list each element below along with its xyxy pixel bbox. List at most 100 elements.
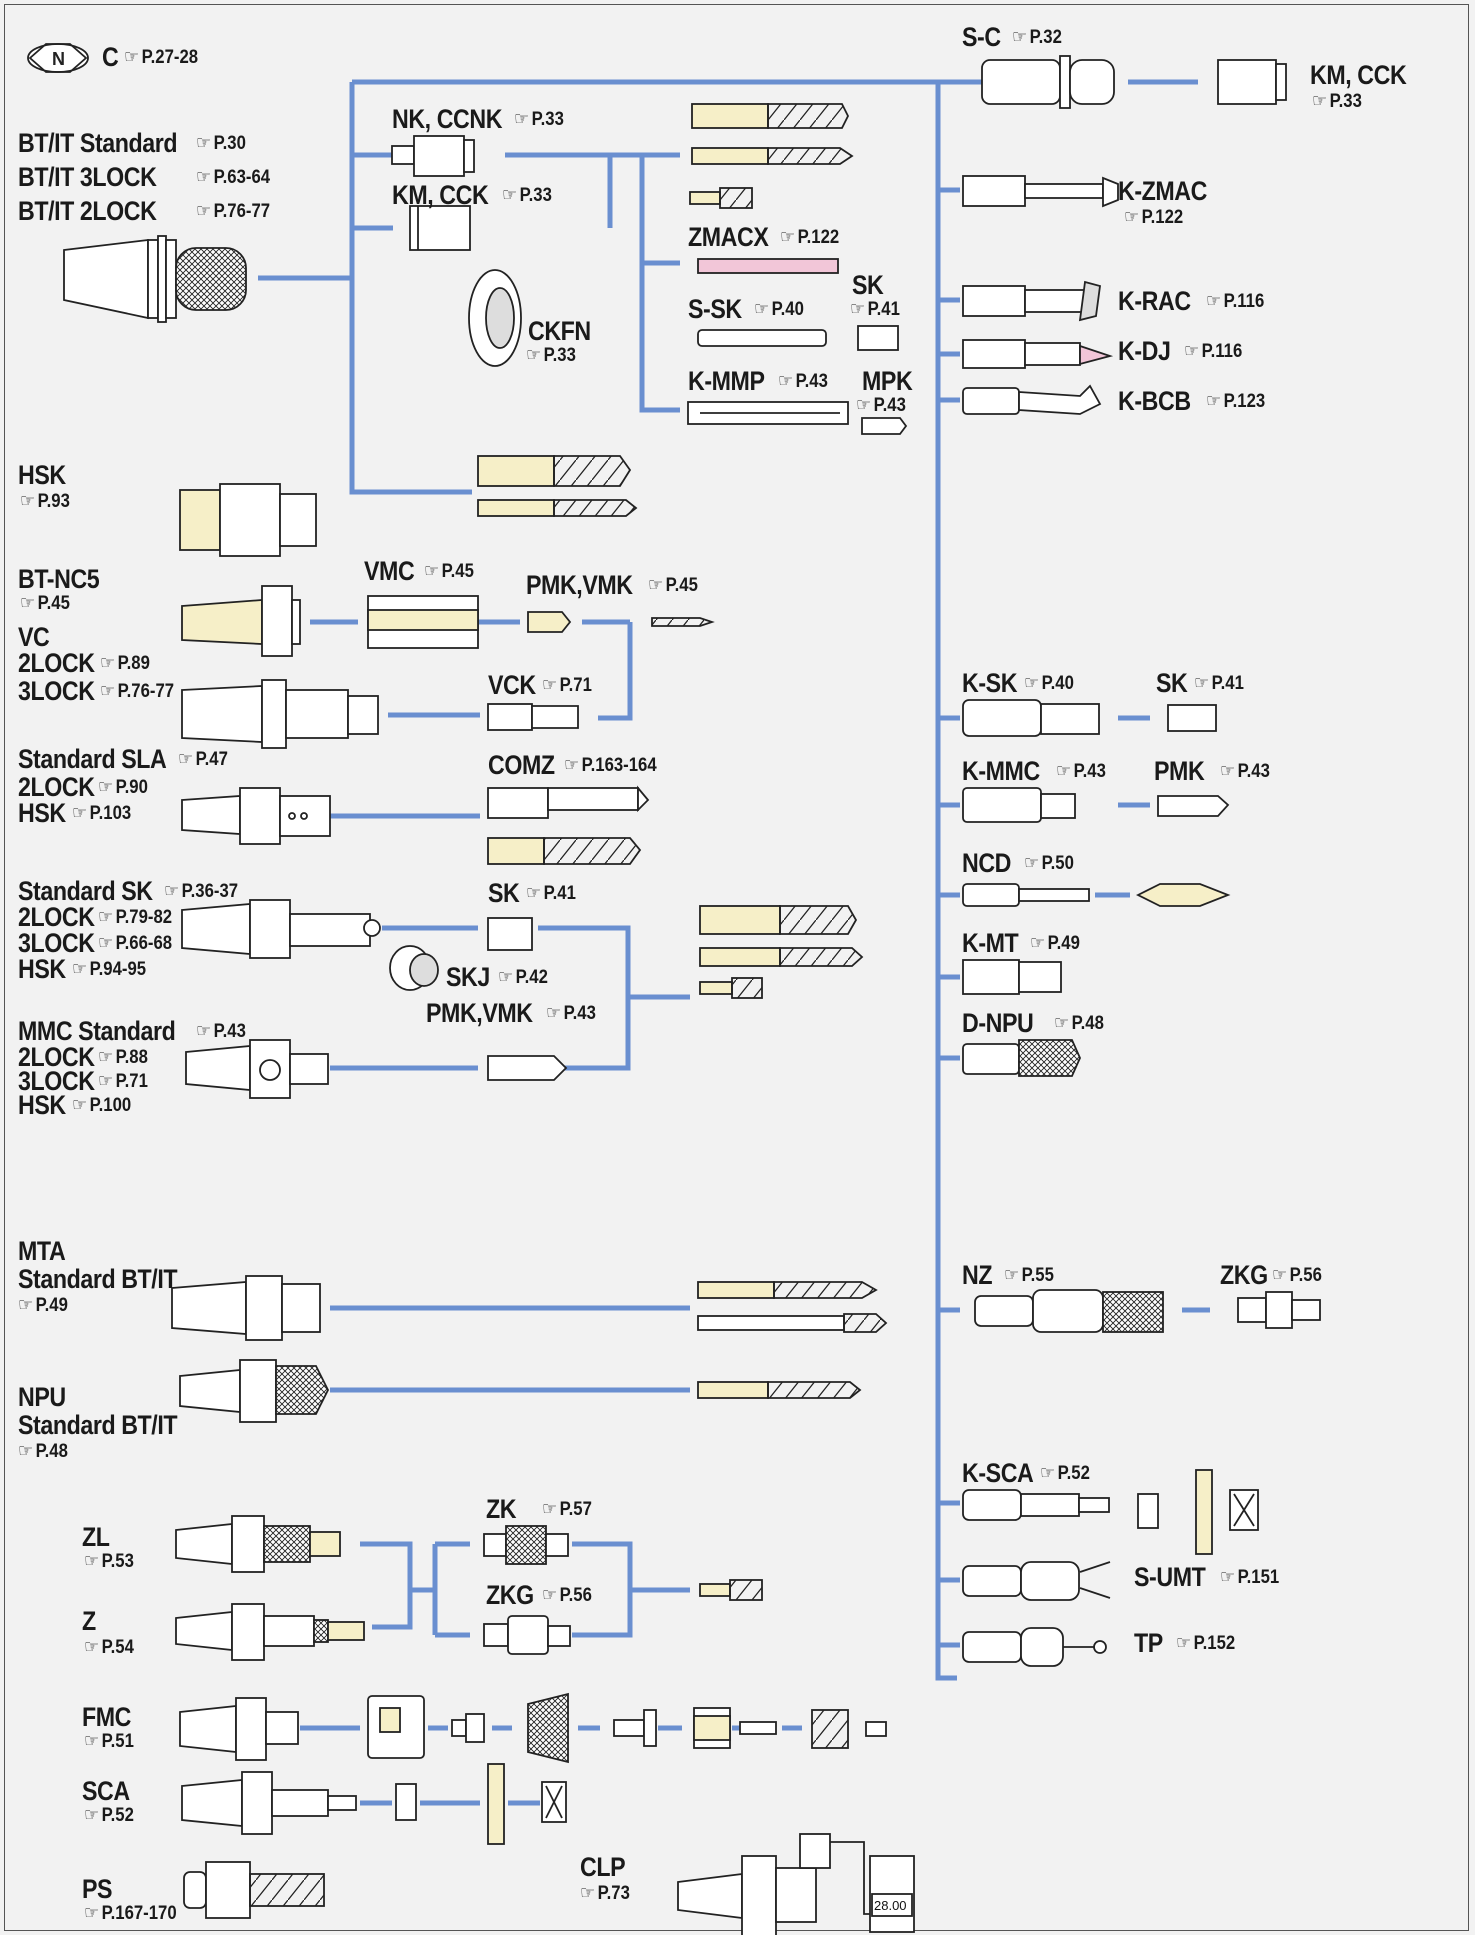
pointing-hand-icon: ☞	[20, 491, 36, 512]
ref-km-cck[interactable]: ☞P.33	[502, 185, 552, 206]
ref-k-bcb[interactable]: ☞P.123	[1206, 391, 1266, 412]
s-umt-drawing	[962, 1561, 1111, 1601]
ref-k-mmp[interactable]: ☞P.43	[778, 371, 828, 392]
ref-sla-hsk[interactable]: ☞P.103	[72, 803, 132, 824]
end-mill-drawing-4	[699, 905, 858, 935]
ref-k-mt[interactable]: ☞P.49	[1030, 933, 1080, 954]
end-mill-drawing	[691, 103, 850, 129]
pointing-hand-icon: ☞	[72, 803, 88, 824]
label-standard-sla: Standard SLA	[18, 744, 167, 774]
ref-pmk-vmk-2[interactable]: ☞P.43	[546, 1003, 596, 1024]
ref-pmk-right[interactable]: ☞P.43	[1220, 761, 1270, 782]
pointing-hand-icon: ☞	[84, 1731, 100, 1752]
label-zk: ZK	[486, 1494, 517, 1524]
pointing-hand-icon: ☞	[564, 755, 580, 776]
ref-standard-sk[interactable]: ☞P.36-37	[164, 881, 239, 902]
label-sca: SCA	[82, 1776, 130, 1806]
ref-k-mmc[interactable]: ☞P.43	[1056, 761, 1106, 782]
ref-s-c[interactable]: ☞P.32	[1012, 27, 1062, 48]
connector-lines	[258, 79, 1210, 1806]
ref-npu[interactable]: ☞P.48	[18, 1441, 68, 1462]
ref-standard-sla[interactable]: ☞P.47	[178, 749, 228, 770]
ref-z[interactable]: ☞P.54	[84, 1637, 134, 1658]
ps-pull-stud-drawing	[183, 1861, 325, 1919]
ref-zk[interactable]: ☞P.57	[542, 1499, 592, 1520]
ref-sk-hsk[interactable]: ☞P.94-95	[72, 959, 147, 980]
km-chuck-drawing	[409, 205, 471, 251]
ref-sla-2lock[interactable]: ☞P.90	[98, 777, 148, 798]
ref-mmc-3lock[interactable]: ☞P.71	[98, 1071, 148, 1092]
ref-sk-2lock[interactable]: ☞P.79-82	[98, 907, 173, 928]
ref-fmc[interactable]: ☞P.51	[84, 1731, 134, 1752]
ref-k-zmac[interactable]: ☞P.122	[1124, 207, 1184, 228]
ref-tp[interactable]: ☞P.152	[1176, 1633, 1236, 1654]
ref-pmk-vmk-1[interactable]: ☞P.45	[648, 575, 698, 596]
ref-vc-2lock[interactable]: ☞P.89	[100, 653, 150, 674]
label-k-mmp: K-MMP	[688, 366, 765, 396]
ref-zkg[interactable]: ☞P.56	[542, 1585, 592, 1606]
diagram-frame	[4, 4, 1469, 1931]
zkg-drawing-right	[1237, 1291, 1321, 1329]
s-sk-bar-drawing	[697, 329, 827, 347]
tap-drawing-2	[699, 977, 763, 999]
ref-sk-right[interactable]: ☞P.41	[1194, 673, 1244, 694]
ref-s-umt[interactable]: ☞P.151	[1220, 1567, 1280, 1588]
pointing-hand-icon: ☞	[580, 1883, 596, 1904]
ref-s-sk[interactable]: ☞P.40	[754, 299, 804, 320]
pointing-hand-icon: ☞	[542, 675, 558, 696]
ref-vc-3lock[interactable]: ☞P.76-77	[100, 681, 175, 702]
ref-sk-3lock[interactable]: ☞P.66-68	[98, 933, 173, 954]
label-vck: VCK	[488, 670, 536, 700]
label-vc-3lock: 3LOCK	[18, 676, 95, 706]
pointing-hand-icon: ☞	[1004, 1265, 1020, 1286]
pointing-hand-icon: ☞	[780, 227, 796, 248]
ref-km-cck-right[interactable]: ☞P.33	[1312, 91, 1362, 112]
ref-sca[interactable]: ☞P.52	[84, 1805, 134, 1826]
ref-skj[interactable]: ☞P.42	[498, 967, 548, 988]
ref-bt-nc5[interactable]: ☞P.45	[20, 593, 70, 614]
ref-zl[interactable]: ☞P.53	[84, 1551, 134, 1572]
ref-hsk[interactable]: ☞P.93	[20, 491, 70, 512]
pointing-hand-icon: ☞	[1220, 761, 1236, 782]
ref-k-dj[interactable]: ☞P.116	[1184, 341, 1243, 362]
ref-mmc-hsk[interactable]: ☞P.100	[72, 1095, 132, 1116]
ref-zmacx[interactable]: ☞P.122	[780, 227, 840, 248]
ref-nz[interactable]: ☞P.55	[1004, 1265, 1054, 1286]
ref-d-npu[interactable]: ☞P.48	[1054, 1013, 1104, 1034]
pmk-vmk-collet-drawing-2	[487, 1055, 568, 1081]
pointing-hand-icon: ☞	[18, 1295, 34, 1316]
hsk-holder-drawing	[179, 483, 317, 557]
ref-k-rac[interactable]: ☞P.116	[1206, 291, 1265, 312]
ref-bt-it-standard[interactable]: ☞P.30	[196, 133, 246, 154]
label-ps: PS	[82, 1874, 113, 1904]
ref-vmc[interactable]: ☞P.45	[424, 561, 474, 582]
ref-mpk[interactable]: ☞P.43	[856, 395, 906, 416]
nz-drawing	[974, 1289, 1164, 1333]
label-mpk: MPK	[862, 366, 913, 396]
ref-vck[interactable]: ☞P.71	[542, 675, 592, 696]
ref-mmc-standard[interactable]: ☞P.43	[196, 1021, 246, 1042]
ref-clp[interactable]: ☞P.73	[580, 1883, 630, 1904]
ref-mmc-2lock[interactable]: ☞P.88	[98, 1047, 148, 1068]
sk-collet-drawing-top	[857, 325, 899, 351]
ref-ckfn[interactable]: ☞P.33	[526, 345, 576, 366]
fmc-arbor-drawing	[367, 1695, 425, 1759]
ref-bt-it-2lock[interactable]: ☞P.76-77	[196, 201, 271, 222]
ref-sk-mid[interactable]: ☞P.41	[526, 883, 576, 904]
ref-k-sk[interactable]: ☞P.40	[1024, 673, 1074, 694]
ref-zkg-right[interactable]: ☞P.56	[1272, 1265, 1322, 1286]
pointing-hand-icon: ☞	[1024, 673, 1040, 694]
pointing-hand-icon: ☞	[98, 933, 114, 954]
label-npu: NPU	[18, 1382, 66, 1412]
label-k-zmac: K-ZMAC	[1118, 176, 1207, 206]
ref-ps[interactable]: ☞P.167-170	[84, 1903, 177, 1924]
ref-nk-ccnk[interactable]: ☞P.33	[514, 109, 564, 130]
ref-sk-top[interactable]: ☞P.41	[850, 299, 900, 320]
ref-comz[interactable]: ☞P.163-164	[564, 755, 657, 776]
fmc-bolt-drawing	[451, 1713, 485, 1743]
ref-mta[interactable]: ☞P.49	[18, 1295, 68, 1316]
ref-c[interactable]: ☞P.27-28	[124, 47, 199, 68]
ref-ncd[interactable]: ☞P.50	[1024, 853, 1074, 874]
ref-k-sca[interactable]: ☞P.52	[1040, 1463, 1090, 1484]
ref-bt-it-3lock[interactable]: ☞P.63-64	[196, 167, 271, 188]
